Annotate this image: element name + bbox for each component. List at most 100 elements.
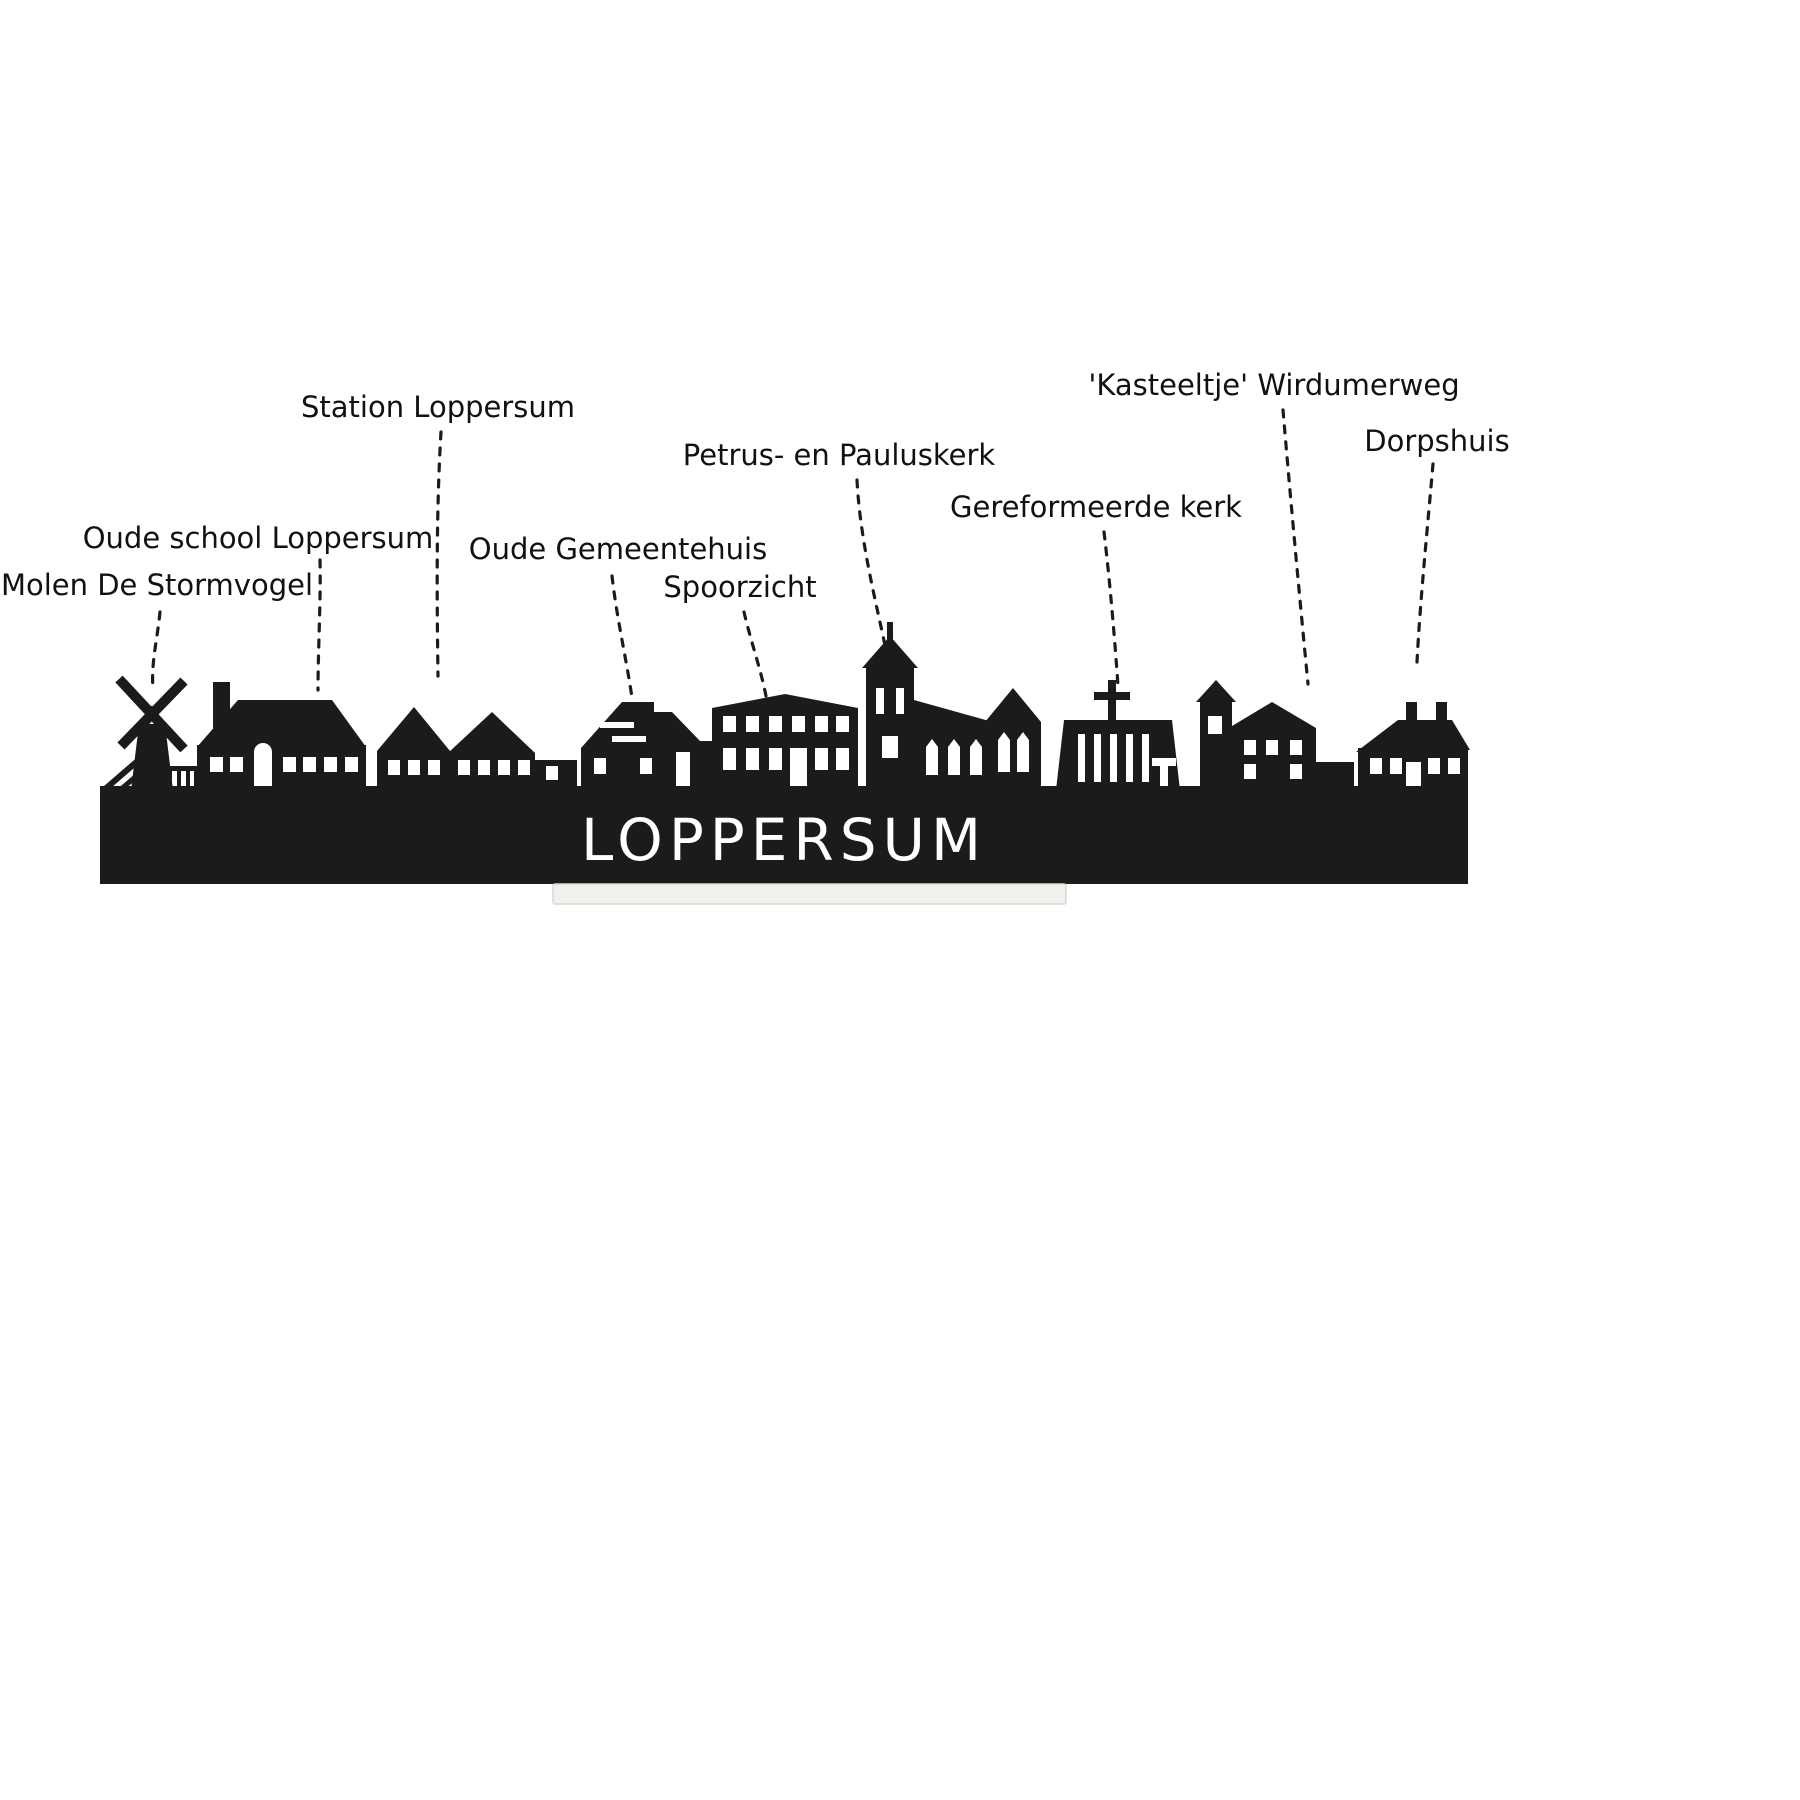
leader-line-petrus-pauluskerk — [855, 478, 888, 652]
tower-roof — [1196, 680, 1236, 702]
windmill-fence-rail — [166, 766, 198, 771]
leader-line-dorpshuis — [1415, 462, 1435, 664]
skyline-title: LOPPERSUM — [581, 806, 987, 874]
window — [546, 766, 558, 780]
gothic-window — [1017, 732, 1029, 772]
window — [388, 760, 400, 775]
window — [408, 760, 420, 775]
window — [498, 760, 510, 775]
walls — [197, 745, 366, 790]
window — [458, 760, 470, 775]
column-slit — [1142, 734, 1149, 782]
base-band — [100, 786, 1468, 884]
leader-line-spoorzicht — [742, 610, 768, 698]
door — [254, 743, 272, 790]
window — [769, 748, 782, 770]
windmill-hub — [145, 706, 159, 720]
column-slit — [1110, 734, 1117, 782]
window — [1208, 716, 1222, 734]
gothic-window — [926, 739, 938, 775]
column-slit — [1078, 734, 1085, 782]
walls — [712, 694, 858, 790]
roof — [197, 700, 366, 747]
window — [746, 748, 759, 770]
window — [769, 716, 782, 732]
tower-window — [876, 688, 884, 714]
window — [1428, 758, 1440, 774]
church-cross — [1108, 680, 1116, 722]
window — [836, 716, 849, 732]
church-tower — [866, 665, 914, 790]
window — [1390, 758, 1402, 774]
leader-lines — [151, 408, 1435, 700]
windmill-tailpole — [118, 754, 162, 792]
chimney — [1406, 702, 1417, 724]
leader-line-kasteeltje — [1281, 408, 1310, 686]
gothic-window — [998, 732, 1010, 772]
window — [1448, 758, 1460, 774]
tower — [1200, 700, 1232, 790]
roof-window — [600, 722, 634, 728]
windmill-tailpole — [102, 749, 150, 793]
label-station-loppersum: Station Loppersum — [300, 390, 576, 424]
label-gereformeerde-kerk: Gereformeerde kerk — [950, 490, 1242, 524]
window — [1244, 740, 1256, 755]
window — [836, 748, 849, 770]
building-oude-school — [197, 682, 366, 790]
house — [448, 712, 535, 790]
leader-line-oude-gemeentehuis — [610, 574, 634, 700]
leader-line-molen-de-stormvogel — [151, 610, 162, 692]
gothic-window — [948, 739, 960, 775]
window — [345, 757, 358, 772]
window — [746, 716, 759, 732]
skyline-silhouette: LOPPERSUM — [100, 622, 1470, 905]
label-molen-de-stormvogel: Molen De Stormvogel — [0, 568, 314, 602]
leader-line-oude-school — [316, 558, 322, 692]
window — [1244, 764, 1256, 779]
window — [428, 760, 440, 775]
window — [815, 716, 828, 732]
church-gable — [985, 688, 1041, 790]
label-petrus-en-pauluskerk: Petrus- en Pauluskerk — [682, 438, 996, 472]
label-kasteeltje-wirdumerweg: 'Kasteeltje' Wirdumerweg — [1088, 368, 1460, 402]
roof — [1356, 720, 1470, 752]
door — [790, 748, 807, 790]
windmill-fence-post — [177, 766, 181, 790]
window — [478, 760, 490, 775]
tower-window — [882, 736, 898, 758]
window — [324, 757, 337, 772]
chimney — [1436, 702, 1447, 724]
window — [815, 748, 828, 770]
tower-window — [896, 688, 904, 714]
building-molen-de-stormvogel — [102, 675, 198, 793]
windmill-fence-post — [186, 766, 190, 790]
leader-line-gereformeerde-kerk — [1102, 530, 1120, 688]
windmill-fence-post — [194, 766, 198, 790]
window — [1266, 740, 1278, 755]
church-spire — [862, 636, 918, 668]
label-dorpshuis: Dorpshuis — [1364, 424, 1510, 458]
label-spoorzicht: Spoorzicht — [663, 570, 817, 604]
window — [1290, 764, 1302, 779]
window — [1290, 740, 1302, 755]
walls — [581, 702, 712, 790]
building-oude-gemeentehuis — [581, 702, 712, 790]
label-oude-gemeentehuis: Oude Gemeentehuis — [468, 532, 768, 566]
window — [303, 757, 316, 772]
door — [1406, 762, 1421, 790]
column-slit — [1126, 734, 1133, 782]
window — [518, 760, 530, 775]
building-station-row — [377, 707, 577, 790]
column-slit — [1094, 734, 1101, 782]
spire-finial — [887, 622, 893, 640]
window — [723, 748, 736, 770]
low-wall — [1316, 762, 1354, 790]
building-gereformeerde-kerk — [1056, 680, 1180, 790]
church-cross — [1094, 692, 1130, 700]
windmill-fence-post — [168, 766, 172, 790]
building-dorpshuis — [1356, 702, 1470, 790]
window — [283, 757, 296, 772]
window — [723, 716, 736, 732]
